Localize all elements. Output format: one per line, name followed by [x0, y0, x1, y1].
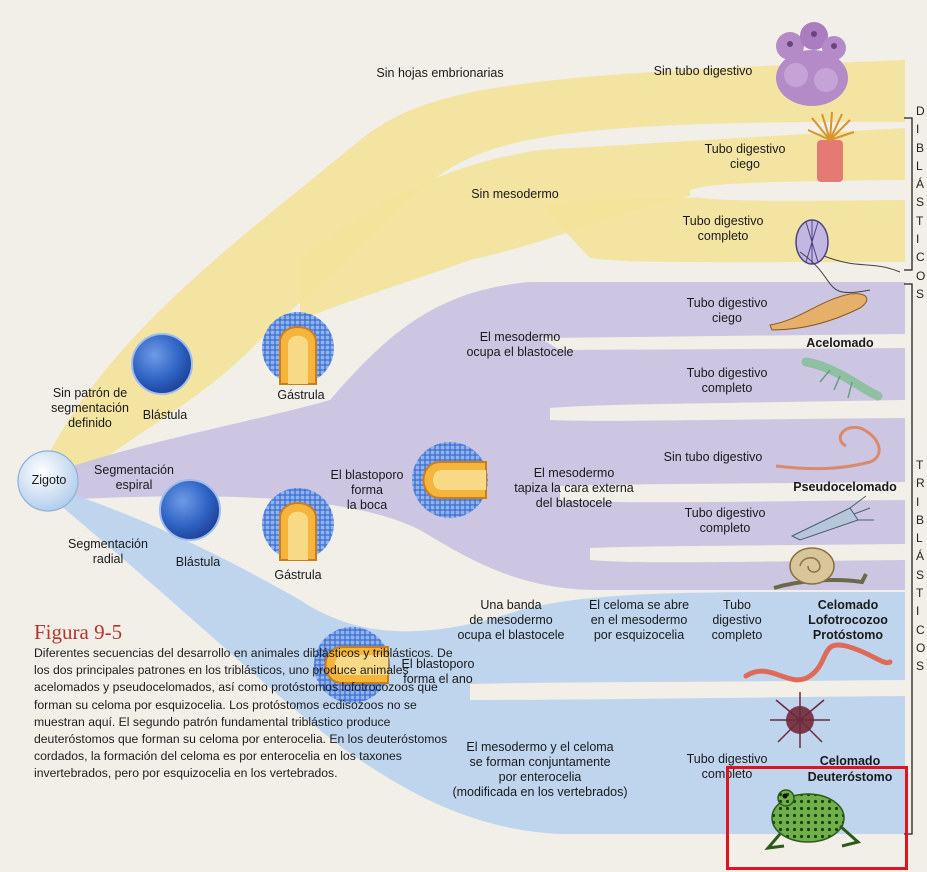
label-mesoderm-band: Una banda de mesodermo ocupa el blastoce… [452, 598, 570, 643]
highlight-box [726, 766, 908, 870]
blastopore-mouth-label: El blastoporo forma la boca [322, 468, 412, 513]
label-mesoderm-fills: El mesodermo ocupa el blastocele [440, 330, 600, 360]
flatworm-label: Tubo digestivo ciego [672, 296, 782, 326]
figure-title: Figura 9-5 [34, 620, 122, 645]
label-no-germ-layers: Sin hojas embrionarias [345, 66, 535, 81]
triblastic-side-label: T R I B L Á S T I C O S [916, 456, 925, 676]
label-no-mesoderm: Sin mesodermo [450, 187, 580, 202]
gastrula-undefined-label: Gástrula [266, 388, 336, 403]
gastrula-spiral-mouth [412, 442, 488, 518]
diblastic-side-label: D I B L Á S T I C O S [916, 102, 925, 303]
radial-cleavage-label: Segmentación radial [56, 537, 160, 567]
protostome-gut-label: Tubo digestivo completo [702, 598, 772, 643]
sponge-label: Sin tubo digestivo [638, 64, 768, 79]
protostome-group-label: Celomado Lofotrocozoo Protóstomo [786, 598, 910, 643]
rotifer-label: Tubo digestivo completo [670, 506, 780, 536]
label-schizocoely: El celoma se abre en el mesodermo por es… [574, 598, 704, 643]
figure-caption: Diferentes secuencias del desarrollo en … [34, 645, 454, 783]
gastrula-radial-label: Gástrula [260, 568, 336, 583]
anemone-label: Tubo digestivo ciego [690, 142, 800, 172]
acoelomate-label: Acelomado [790, 336, 890, 351]
label-mesoderm-lines: El mesodermo tapiza la cara externa del … [494, 466, 654, 511]
pseudocoelomate-label: Pseudocelomado [780, 480, 910, 495]
gastrula-undefined [262, 312, 334, 384]
blastula-undefined [132, 334, 192, 394]
ribbon-worm-label: Tubo digestivo completo [672, 366, 782, 396]
ctenophore-label: Tubo digestivo completo [668, 214, 778, 244]
label-enterocoely: El mesodermo y el celoma se forman conju… [430, 740, 650, 800]
blastula-radial-label: Blástula [158, 555, 238, 570]
zygote-label: Zigoto [22, 473, 76, 488]
spiral-cleavage-label: Segmentación espiral [82, 463, 186, 493]
nematode-label: Sin tubo digestivo [648, 450, 778, 465]
blastula-undefined-label: Blástula [124, 408, 206, 423]
